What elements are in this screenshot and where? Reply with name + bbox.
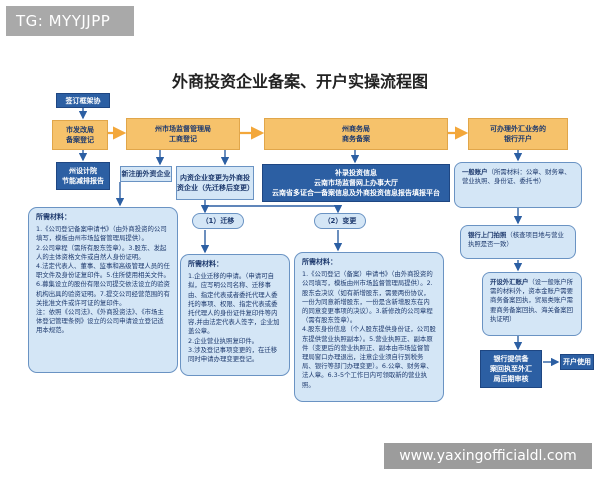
watermark-top: TG: MYYJJPP [6, 6, 134, 36]
market-bureau-box: 州市场监督管理局 工商登记 [126, 118, 240, 150]
materials-left-line: 注：依照《公司法》、《外商投资法》、《市场主体登记管理条例》设立的公司申请设立登… [36, 308, 164, 335]
commerce-bureau-box: 州商务局 商务备案 [264, 118, 448, 150]
materials-left-line: 4.法定代表人、董事、监事和高级管理人员的任职文件及身份证复印件。5.住所使用相… [36, 262, 170, 307]
materials-right-line: 1.《公司登记（备案）申请书》（由外商投资的公司填写，模板由州市场监督管理局提供… [302, 270, 433, 325]
open-use-box: 开户使用 [560, 354, 594, 370]
sign-agreement-box: 签订框架协 [56, 93, 110, 108]
materials-left: 所需材料： 1.《公司登记备案申请书》（由外商投资的公司填写，模板由州市场监督管… [28, 207, 178, 373]
materials-mid-head: 所需材料： [188, 260, 223, 268]
energy-report-box: 州设计院 节能减排报告 [56, 162, 110, 190]
materials-left-line: 1.《公司登记备案申请书》（由外商投资的公司填写，模板由州市场监督管理局提供）。 [36, 225, 167, 243]
fx-account-box: 开设外汇账户（设一般账户所需的材料外，资本金账户需要商务备案回执，贸易类账户需要… [482, 272, 582, 336]
domestic-change-box: 内资企业变更为外商投 资企业（先迁移后变更） [176, 166, 254, 200]
materials-mid-line: 3.涉及登记事项变更的，在迁移同时申请办理变更登记。 [188, 345, 278, 364]
supplement-info-box: 补录投资信息 云南市场监督网上办事大厅 云南省多证合一备案信息及外商投资信息报告… [262, 164, 450, 202]
watermark-bottom: www.yaxingofficialdl.com [384, 443, 592, 469]
materials-mid-line: 1.企业迁移的申请。（申请可自拟，应写明公司名称、迁移事由、指定代表或者委托代理… [188, 272, 280, 336]
bank-submit-box: 银行提供备 案回执至外汇 局后期审核 [480, 350, 542, 388]
materials-right-head: 所需材料： [302, 258, 337, 266]
bank-account-box: 可办理外汇业务的 银行开户 [468, 118, 568, 150]
change-box: （2）变更 [314, 213, 366, 229]
bank-visit-box: 银行上门拍照（核查项目地与营业执照是否一致） [460, 225, 576, 259]
general-account-box: 一般账户（所需材料：公章、财务章、营业执照、身份证、委托书） [454, 162, 582, 208]
materials-right: 所需材料： 1.《公司登记（备案）申请书》（由外商投资的公司填写，模板由州市场监… [294, 252, 444, 402]
materials-left-head: 所需材料： [36, 213, 71, 221]
new-register-box: 新注册外资企业 [120, 166, 172, 182]
migrate-box: （1）迁移 [192, 213, 244, 229]
materials-mid: 所需材料： 1.企业迁移的申请。（申请可自拟，应写明公司名称、迁移事由、指定代表… [180, 254, 290, 376]
city-reform-bureau-box: 市发改局 备案登记 [52, 120, 108, 150]
materials-right-line: 4.股东身份信息（个人股东提供身份证，公司股东提供营业执照副本）。5.营业执照正… [302, 325, 436, 389]
materials-mid-line: 2.企业营业执照复印件。 [188, 336, 259, 345]
page-title: 外商投资企业备案、开户实操流程图 [171, 72, 428, 91]
materials-left-line: 2.公司章程（需所有股东签章）。3.股东、发起人的主体资格文件或自然人身份证明。 [36, 243, 167, 261]
